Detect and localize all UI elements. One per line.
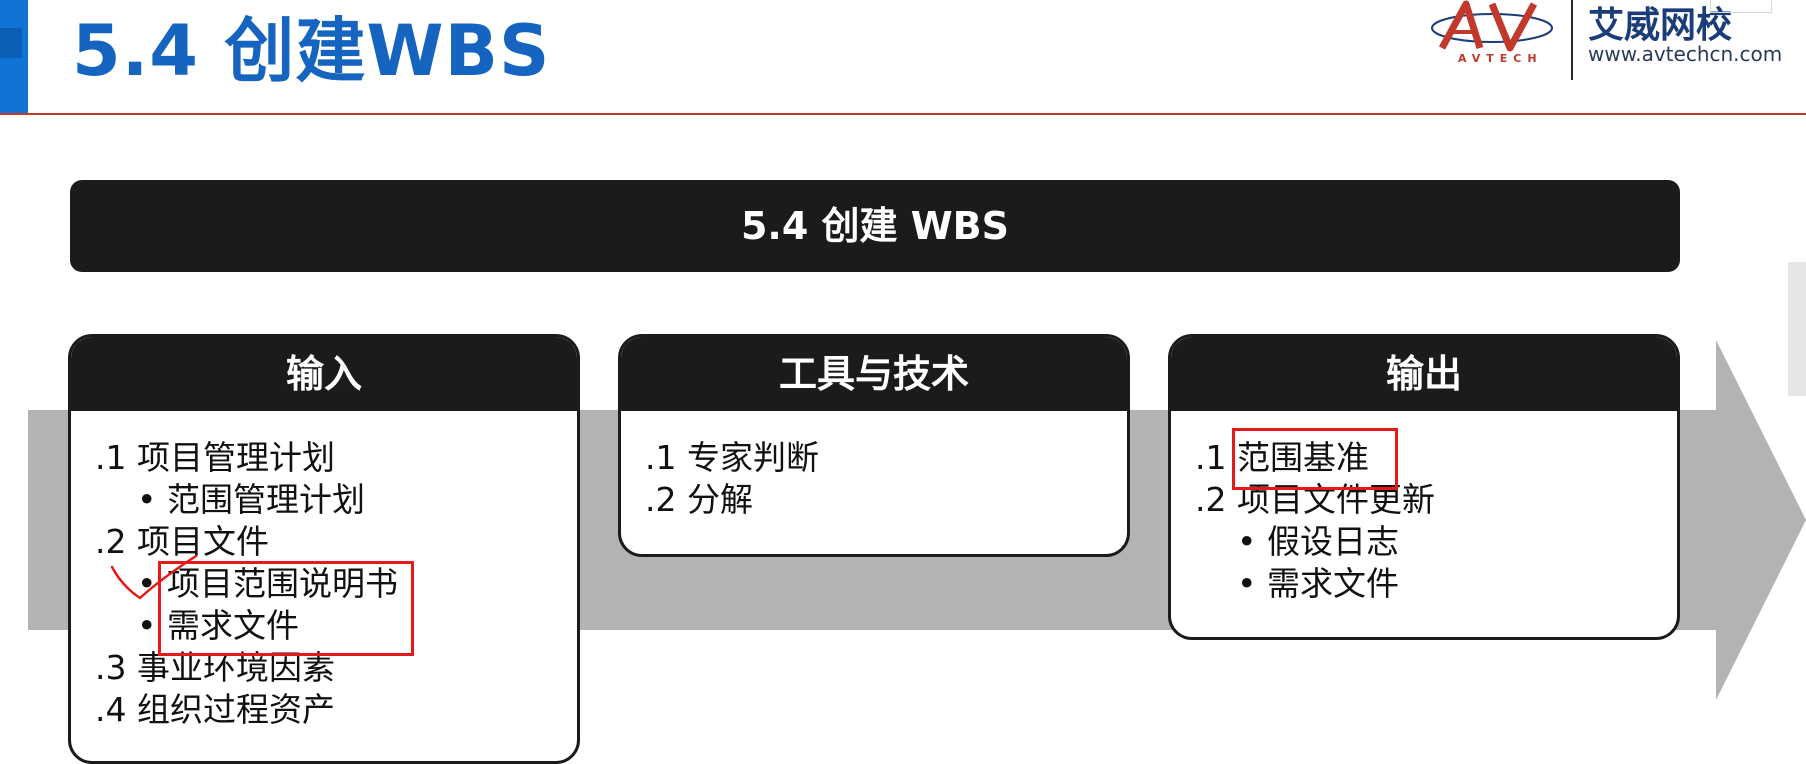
header-accent-bar (0, 0, 28, 114)
avtech-wordmark: AVTECH (1458, 52, 1543, 65)
tools-heading: 工具与技术 (621, 337, 1127, 411)
item-text: 需求文件 (1267, 564, 1399, 603)
item-number: .1 (95, 438, 127, 477)
item-number: .3 (95, 648, 127, 687)
tools-list: .1 专家判断 .2 分解 (621, 411, 1127, 521)
list-item: • 需求文件 (95, 605, 577, 647)
list-item: • 假设日志 (1195, 521, 1677, 563)
item-text: 项目管理计划 (137, 438, 335, 477)
avtech-logo: AVTECH 艾威网校 www.avtechcn.com (1428, 0, 1806, 90)
window-edge-control (1710, 0, 1772, 13)
list-item: .1 项目管理计划 (95, 437, 577, 479)
item-number: .1 (645, 438, 677, 477)
outputs-box: 输出 .1 范围基准 .2 项目文件更新 • 假设日志 • 需求文件 (1168, 334, 1680, 640)
item-text: 范围管理计划 (167, 480, 365, 519)
inputs-list: .1 项目管理计划 • 范围管理计划 .2 项目文件 • 项目范围说明书 • 需求文件 .… (71, 411, 577, 731)
bullet-icon: • (1237, 564, 1257, 603)
list-item: .2 分解 (645, 479, 1127, 521)
logo-url: www.avtechcn.com (1588, 42, 1783, 66)
item-text: 假设日志 (1267, 522, 1399, 561)
header-divider (0, 113, 1806, 115)
item-number: .2 (645, 480, 677, 519)
list-item: • 范围管理计划 (95, 479, 577, 521)
item-text: 需求文件 (167, 606, 299, 645)
list-item: .1 专家判断 (645, 437, 1127, 479)
item-text: 分解 (687, 480, 753, 519)
slide-title: 5.4 创建WBS (72, 10, 551, 92)
highlight-box-outputs (1232, 428, 1398, 490)
list-item: .2 项目文件更新 (1195, 479, 1677, 521)
process-title-banner: 5.4 创建 WBS (70, 180, 1680, 272)
logo-divider (1571, 0, 1573, 80)
item-number: .4 (95, 690, 127, 729)
window-edge-scroll-tab (1788, 262, 1806, 396)
item-number: .2 (95, 522, 127, 561)
item-text: 项目文件 (137, 522, 269, 561)
item-text: 项目文件更新 (1237, 480, 1435, 519)
logo-school-name: 艾威网校 (1588, 4, 1733, 46)
item-text: 专家判断 (687, 438, 819, 477)
list-item: • 需求文件 (1195, 563, 1677, 605)
inputs-heading: 输入 (71, 337, 577, 411)
item-text: 组织过程资产 (137, 690, 335, 729)
item-number: .2 (1195, 480, 1227, 519)
item-text: 范围基准 (1237, 438, 1369, 477)
list-item: .4 组织过程资产 (95, 689, 577, 731)
outputs-heading: 输出 (1171, 337, 1677, 411)
bullet-icon: • (137, 564, 157, 603)
list-item: .2 项目文件 (95, 521, 577, 563)
bullet-icon: • (137, 606, 157, 645)
item-number: .1 (1195, 438, 1227, 477)
tools-box: 工具与技术 .1 专家判断 .2 分解 (618, 334, 1130, 557)
bullet-icon: • (137, 480, 157, 519)
outputs-list: .1 范围基准 .2 项目文件更新 • 假设日志 • 需求文件 (1171, 411, 1677, 605)
bullet-icon: • (1237, 522, 1257, 561)
inputs-box: 输入 .1 项目管理计划 • 范围管理计划 .2 项目文件 • 项目范围说明书 • 需求文… (68, 334, 580, 764)
list-item: .1 范围基准 (1195, 437, 1677, 479)
item-text: 项目范围说明书 (167, 564, 398, 603)
avtech-logo-mark (1431, 0, 1553, 52)
highlight-box-inputs (158, 561, 414, 656)
header-accent-notch (0, 28, 22, 58)
